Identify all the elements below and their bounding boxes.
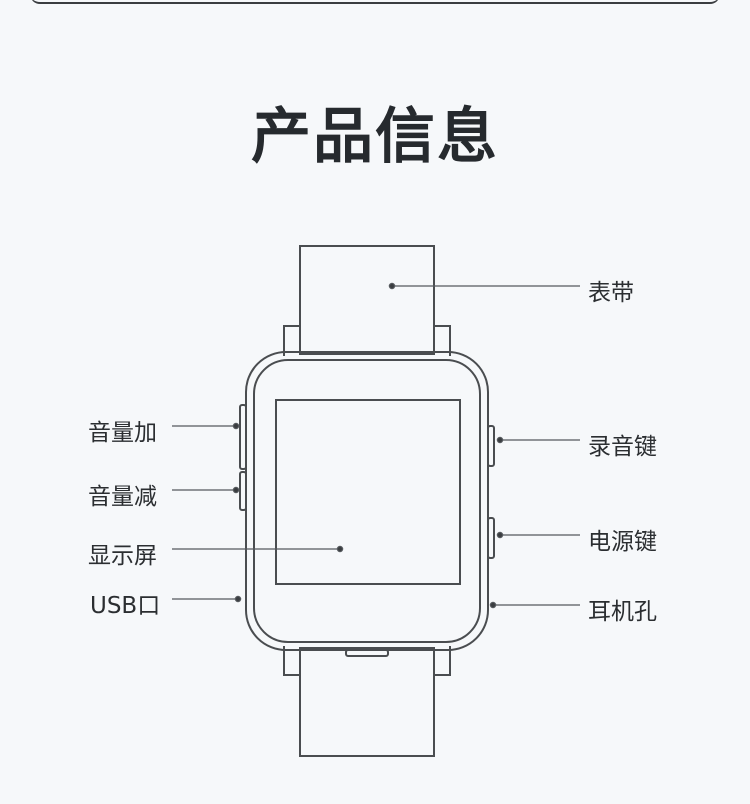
- record-button: [487, 425, 495, 467]
- bottom-notch: [345, 649, 389, 657]
- label-headphone-jack: 耳机孔: [588, 599, 657, 625]
- label-strap: 表带: [588, 280, 634, 306]
- top-border: [30, 0, 720, 4]
- screen: [275, 399, 461, 585]
- top-strap: [299, 245, 435, 355]
- volume-down-button: [239, 471, 247, 511]
- watch-case-outer: [245, 351, 489, 651]
- page-title: 产品信息: [251, 102, 499, 172]
- bottom-strap: [299, 647, 435, 757]
- label-display: 显示屏: [88, 543, 157, 569]
- bottom-lug: [283, 646, 451, 676]
- volume-up-button: [239, 404, 247, 470]
- label-volume-up: 音量加: [88, 420, 157, 446]
- label-record-key: 录音键: [588, 434, 657, 460]
- label-power-key: 电源键: [588, 529, 657, 555]
- watch-case-inner: [253, 359, 481, 643]
- power-button: [487, 517, 495, 559]
- label-volume-down: 音量减: [88, 484, 157, 510]
- label-usb-port: USB口: [90, 593, 161, 619]
- top-lug: [283, 325, 451, 356]
